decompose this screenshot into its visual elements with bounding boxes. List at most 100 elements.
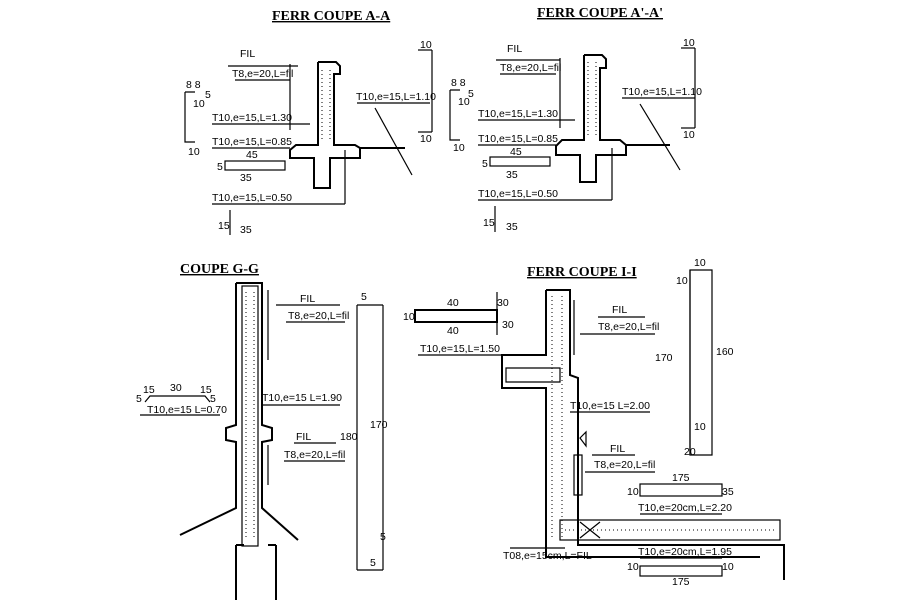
- label-t10-070: T10,e=15 L=0.70: [147, 404, 227, 416]
- footing-outline: [235, 544, 277, 600]
- dim-35: 35: [506, 169, 518, 181]
- dim-15a: 15: [143, 384, 155, 396]
- section-aa: FERR COUPE A-A FIL T8,e=20,L=fil T10,e=1…: [184, 9, 436, 236]
- stirrup-shape: [449, 89, 460, 141]
- dim-10a: 10: [627, 486, 639, 498]
- bar-detail: [414, 309, 498, 323]
- label-t10-110: T10,e=15,L=1.10: [356, 91, 436, 103]
- dim-30: 30: [170, 382, 182, 394]
- label-t10-150: T10,e=15,L=1.50: [420, 343, 500, 355]
- dim-5b: 5: [210, 393, 216, 405]
- label-t8: T8,e=20,L=fil: [500, 62, 561, 74]
- dim-8-8: 8 8: [451, 77, 466, 89]
- title-ii: FERR COUPE I-I: [527, 265, 637, 280]
- label-fil-1: FIL: [300, 293, 315, 305]
- label-t10-110: T10,e=15,L=1.10: [622, 86, 702, 98]
- dim-15: 15: [218, 220, 230, 232]
- dim-15b: 15: [200, 384, 212, 396]
- dim-40b: 40: [447, 325, 459, 337]
- dim-5b: 5: [217, 161, 223, 173]
- label-t10-130: T10,e=15,L=1.30: [212, 112, 292, 124]
- label-t10-220: T10,e=20cm,L=2.20: [638, 502, 732, 514]
- rebar-shape: [573, 454, 583, 496]
- rebar-cage: [241, 285, 259, 547]
- dim-5-bot1: 5: [380, 531, 386, 543]
- dim-r160: 160: [716, 346, 734, 358]
- dim-r10c: 10: [694, 421, 706, 433]
- dim-35b: 35: [240, 224, 252, 236]
- label-fil-1: FIL: [612, 304, 627, 316]
- dim-r10b: 10: [694, 257, 706, 269]
- slab-rebar: [559, 519, 781, 541]
- dim-10-top: 10: [420, 39, 432, 51]
- section-aa-prime: FERR COUPE A'-A' FIL T8,e=20,L=fil T10,e…: [449, 6, 702, 233]
- label-fil: FIL: [240, 48, 255, 60]
- dim-10b: 10: [453, 142, 465, 154]
- dim-8-8: 8 8: [186, 79, 201, 91]
- label-fil-2: FIL: [296, 431, 311, 443]
- wall-outline: [584, 54, 670, 146]
- cross-tie: [579, 521, 601, 539]
- dim-10a: 10: [458, 96, 470, 108]
- dim-30a: 30: [497, 297, 509, 309]
- stirrup-shape: [184, 91, 195, 143]
- title-gg: COUPE G-G: [180, 262, 259, 277]
- bar-shape: [144, 395, 211, 403]
- dim-170: 170: [370, 419, 388, 431]
- bar-shape: [489, 156, 551, 167]
- bar-175-top: [639, 483, 723, 497]
- label-t10-050: T10,e=15,L=0.50: [478, 188, 558, 200]
- label-t10-195: T10,e=20cm,L=1.95: [638, 546, 732, 558]
- wall-outline-left: [555, 55, 627, 183]
- dim-35: 35: [240, 172, 252, 184]
- dim-35b: 35: [506, 221, 518, 233]
- label-t10-085: T10,e=15,L=0.85: [478, 133, 558, 145]
- title-aa: FERR COUPE A-A: [272, 9, 391, 24]
- dim-30b: 30: [502, 319, 514, 331]
- dim-175b: 175: [672, 576, 690, 588]
- dim-175a: 175: [672, 472, 690, 484]
- dim-10b: 10: [188, 146, 200, 158]
- bar-175-bot: [639, 565, 723, 577]
- dim-r170: 170: [655, 352, 673, 364]
- dim-10-bot: 10: [683, 129, 695, 141]
- dim-15: 15: [483, 217, 495, 229]
- dim-180: 180: [340, 431, 358, 443]
- pier-outline: [179, 282, 299, 541]
- dim-5-top: 5: [361, 291, 367, 303]
- leader: [639, 103, 681, 171]
- label-fil: FIL: [507, 43, 522, 55]
- dim-5: 5: [468, 88, 474, 100]
- rebar-bracket: [505, 367, 561, 383]
- label-t10-200: T10,e=15 L=2.00: [570, 400, 650, 412]
- label-fil-2: FIL: [610, 443, 625, 455]
- label-t10-130: T10,e=15,L=1.30: [478, 108, 558, 120]
- dim-10-bot: 10: [420, 133, 432, 145]
- bar-shape: [224, 160, 286, 171]
- label-t08: T08,e=15cm,L=FIL: [503, 550, 592, 562]
- dim-35: 35: [722, 486, 734, 498]
- dim-5b: 5: [482, 158, 488, 170]
- label-t8-b: T8,e=20,L=fil: [284, 449, 345, 461]
- dim-5: 5: [205, 89, 211, 101]
- label-t8-a: T8,e=20,L=fil: [288, 310, 349, 322]
- dim-r10a: 10: [676, 275, 688, 287]
- label-t8-b: T8,e=20,L=fil: [594, 459, 655, 471]
- wall-outline: [318, 61, 405, 149]
- dim-5a: 5: [136, 393, 142, 405]
- dim-40a: 40: [447, 297, 459, 309]
- dim-5-bot2: 5: [370, 557, 376, 569]
- dim-10c: 10: [722, 561, 734, 573]
- label-t10-085: T10,e=15,L=0.85: [212, 136, 292, 148]
- dim-10-top: 10: [683, 37, 695, 49]
- notch: [579, 430, 587, 448]
- dim-10b: 10: [627, 561, 639, 573]
- section-ii: FERR COUPE I-I 40 40 30 30 10 T10,e: [403, 257, 785, 588]
- dim-r20: 20: [684, 446, 696, 458]
- wall-outline: [501, 289, 785, 580]
- dim-10a: 10: [193, 98, 205, 110]
- label-t10-050: T10,e=15,L=0.50: [212, 192, 292, 204]
- wall-outline-left: [289, 62, 361, 189]
- label-t8: T8,e=20,L=fil: [232, 68, 293, 80]
